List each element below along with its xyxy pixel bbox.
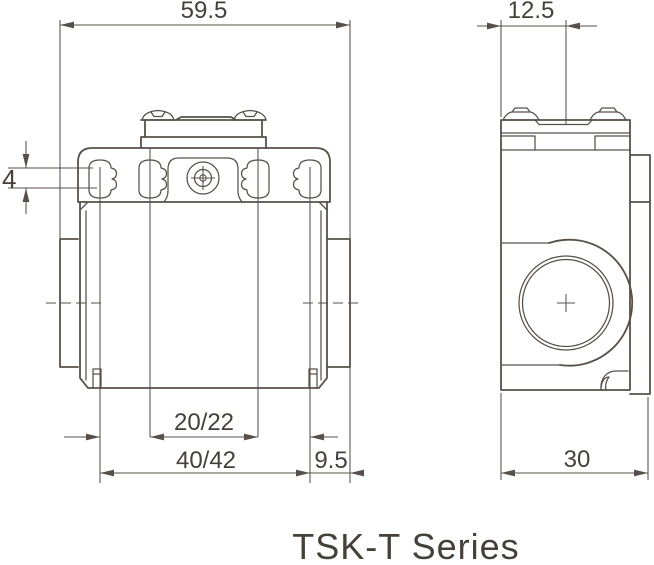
mounting-slot-1 <box>88 159 118 199</box>
mounting-slot-3 <box>240 159 270 199</box>
plate-center-recess <box>163 157 243 203</box>
plunger-center-mark <box>557 294 575 312</box>
dim-inner-hole-spacing: 20/22 <box>64 409 338 441</box>
boss-ledges <box>500 242 561 366</box>
center-screw <box>186 161 220 195</box>
dim-label-plunger-offset: 12.5 <box>508 0 555 24</box>
side-screw-left <box>502 107 540 121</box>
side-tab-left <box>59 238 79 368</box>
side-tab-right <box>326 238 351 368</box>
terminal-right <box>308 368 318 389</box>
side-view: 12.5 30 <box>477 0 651 480</box>
spring-clip <box>600 370 629 391</box>
mounting-plate <box>77 147 331 203</box>
plunger-circle-outer <box>518 255 614 351</box>
dim-label-hole-width: 4 <box>2 164 16 194</box>
side-body <box>500 107 651 395</box>
dim-label-outer-hole-spacing: 40/42 <box>176 447 236 474</box>
side-extension-lines <box>500 20 649 480</box>
mounting-flange-edge <box>629 154 651 395</box>
dim-outer-hole-spacing: 40/42 9.5 <box>100 447 364 477</box>
plunger-circle-inner <box>521 258 611 348</box>
dim-label-overall-width: 59.5 <box>181 0 228 24</box>
terminal-left <box>92 368 102 389</box>
dim-body-depth: 30 <box>501 446 648 477</box>
dim-label-body-depth: 30 <box>564 446 591 473</box>
head-screw-left <box>141 109 175 121</box>
front-view: 59.5 4 20/22 40/42 9.5 <box>2 0 364 483</box>
head-screw-right <box>233 109 267 121</box>
series-title: TSK-T Series <box>292 526 519 565</box>
dim-overall-width: 59.5 <box>60 0 350 29</box>
dim-label-side-offset: 9.5 <box>314 447 347 474</box>
dim-hole-width: 4 <box>2 141 97 214</box>
dim-label-inner-hole-spacing: 20/22 <box>174 409 234 436</box>
dim-plunger-offset: 12.5 <box>477 0 597 30</box>
switch-head <box>140 109 267 149</box>
mounting-slot-2 <box>138 159 168 199</box>
mounting-slot-4 <box>292 159 322 199</box>
switch-body <box>59 201 351 389</box>
plunger-boss <box>548 238 634 367</box>
side-screw-right <box>589 107 627 121</box>
